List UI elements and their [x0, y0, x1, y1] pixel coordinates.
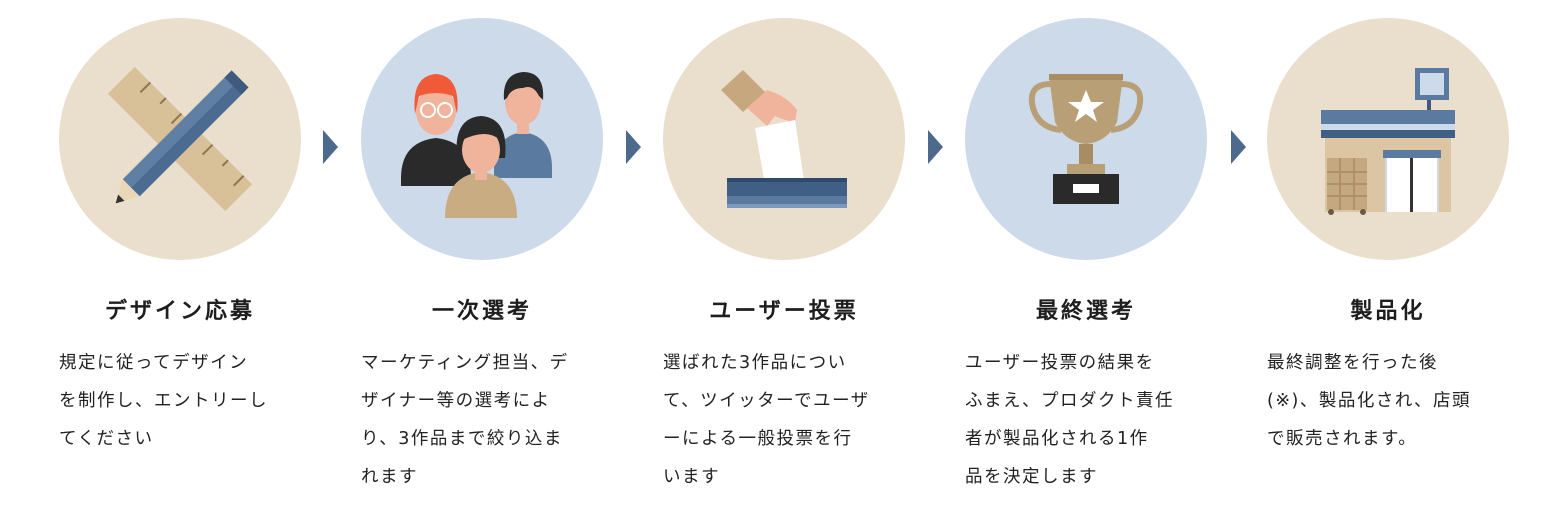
step-description: マーケティング担当、デ ザイナー等の選考によ り、3作品まで絞り込ま れます [361, 353, 569, 487]
step-circle [59, 18, 301, 260]
step-circle [1267, 18, 1509, 260]
step-title: 最終選考 [1035, 299, 1136, 324]
step-circle [663, 18, 905, 260]
step-title: デザイン応募 [104, 299, 255, 324]
next-step-arrow [1231, 130, 1246, 164]
people-icon [401, 72, 552, 218]
trophy-icon [1028, 74, 1144, 204]
step-description: ユーザー投票の結果を ふまえ、プロダクト責任 者が製品化される1作 品を決定しま… [965, 353, 1174, 487]
step-title: 一次選考 [431, 299, 532, 324]
step-title: 製品化 [1350, 299, 1426, 324]
ballot-box-icon [721, 70, 847, 208]
pencil-ruler-icon [107, 66, 253, 212]
step-description: 最終調整を行った後 (※)、製品化され、店頭 で販売されます。 [1267, 353, 1471, 449]
step-description: 選ばれた3作品につい て、ツイッターでユーザ ーによる一般投票を行 います [663, 353, 870, 487]
step-circle [361, 18, 603, 260]
next-step-arrow [323, 130, 338, 164]
next-step-arrow [626, 130, 641, 164]
step-title: ユーザー投票 [709, 299, 859, 324]
next-step-arrow [928, 130, 943, 164]
step-description: 規定に従ってデザイン を制作し、エントリーし てください [59, 353, 268, 449]
store-icon [1321, 68, 1455, 215]
step-circle [965, 18, 1207, 260]
